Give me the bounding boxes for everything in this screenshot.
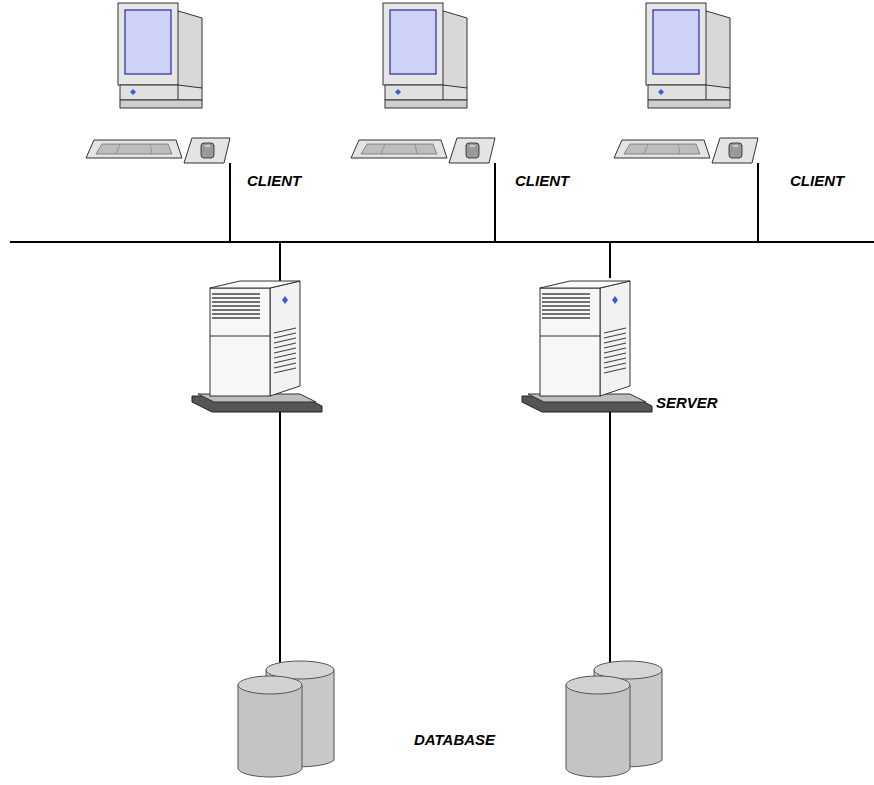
- client-label: CLIENT: [247, 172, 301, 190]
- client-node: CLIENT: [608, 0, 863, 200]
- computer-icon: [345, 0, 505, 200]
- server-label: SERVER: [656, 394, 718, 412]
- network-link: [230, 200, 610, 278]
- network-link: [495, 200, 610, 278]
- computer-icon: [80, 0, 240, 200]
- client-label: CLIENT: [790, 172, 844, 190]
- database-label: DATABASE: [414, 731, 495, 749]
- server-icon: [520, 278, 660, 418]
- computer-icon: [608, 0, 768, 200]
- server-node: SERVER: [520, 278, 730, 418]
- network-link: [610, 200, 758, 278]
- client-label: CLIENT: [515, 172, 569, 190]
- client-node: CLIENT: [80, 0, 325, 200]
- client-node: CLIENT: [345, 0, 590, 200]
